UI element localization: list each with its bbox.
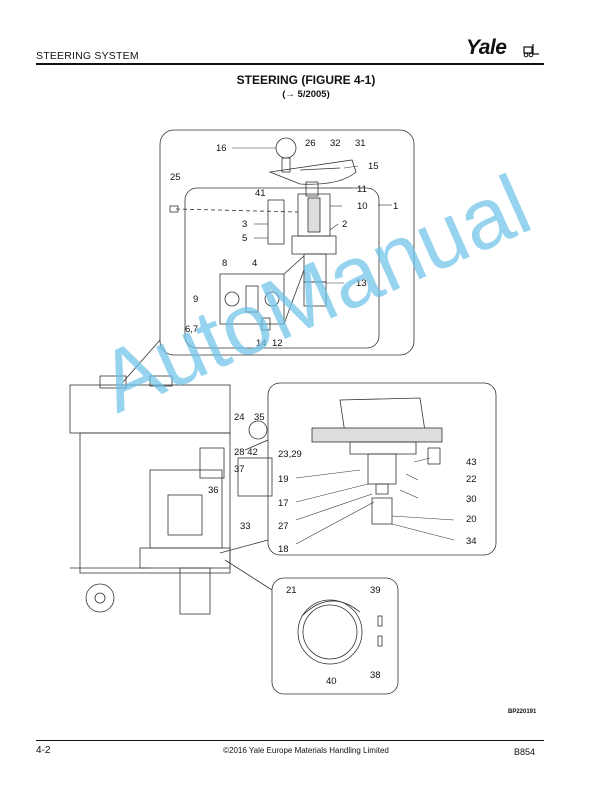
callout-43: 43 — [466, 457, 477, 468]
page-number: 4-2 — [36, 745, 51, 756]
callout-37: 37 — [234, 464, 245, 475]
figure-reference-code: BP220191 — [508, 709, 537, 715]
callout-4: 4 — [252, 258, 257, 269]
copyright-notice: ©2016 Yale Europe Materials Handling Lim… — [223, 746, 389, 755]
callout-34: 34 — [466, 536, 477, 547]
callout-36: 36 — [208, 485, 219, 496]
callout-21: 21 — [286, 585, 297, 596]
callout-27: 27 — [278, 521, 289, 532]
callout-15: 15 — [368, 161, 379, 172]
callout-40: 40 — [326, 676, 337, 687]
callout-19: 19 — [278, 474, 289, 485]
callout-18: 18 — [278, 544, 289, 555]
callout-32: 32 — [330, 138, 341, 149]
callout-10: 10 — [357, 201, 368, 212]
callout-8: 8 — [222, 258, 227, 269]
callout-3: 3 — [242, 219, 247, 230]
callout-25: 25 — [170, 172, 181, 183]
belt-detail-panel — [271, 577, 399, 695]
callout-16: 16 — [216, 143, 227, 154]
callout-26: 26 — [305, 138, 316, 149]
callout-31: 31 — [355, 138, 366, 149]
callout-1: 1 — [393, 201, 398, 212]
callout-17: 17 — [278, 498, 289, 509]
callout-23-29: 23,29 — [278, 449, 302, 460]
callout-13: 13 — [356, 278, 367, 289]
brand-logo: Yale — [466, 36, 507, 59]
footer-rule — [36, 740, 544, 741]
callout-20: 20 — [466, 514, 477, 525]
callout-39: 39 — [370, 585, 381, 596]
section-title: STEERING SYSTEM — [36, 50, 139, 62]
callout-2: 2 — [342, 219, 347, 230]
figure-title: STEERING (FIGURE 4-1) — [236, 73, 376, 87]
callout-11: 11 — [357, 184, 367, 195]
callout-24: 24 — [234, 412, 245, 423]
callout-14: 14 — [256, 338, 267, 349]
callout-22: 22 — [466, 474, 477, 485]
callout-5: 5 — [242, 233, 247, 244]
callout-33: 33 — [240, 521, 251, 532]
callout-38: 38 — [370, 670, 381, 681]
column-section-panel — [184, 187, 380, 349]
callout-41: 41 — [255, 188, 266, 199]
figure-subtitle: (→ 5/2005) — [282, 89, 330, 100]
callout-35: 35 — [254, 412, 265, 423]
callout-12: 12 — [272, 338, 283, 349]
pump-detail-panel — [267, 382, 497, 556]
steering-column-detail-panel — [159, 129, 415, 356]
forklift-icon — [523, 44, 539, 58]
callout-28-42: 28 42 — [234, 447, 258, 458]
document-code: B854 — [514, 747, 536, 757]
header-rule — [36, 63, 544, 65]
callout-6-7: 6,7 — [185, 324, 198, 335]
callout-30: 30 — [466, 494, 477, 505]
callout-9: 9 — [193, 294, 198, 305]
